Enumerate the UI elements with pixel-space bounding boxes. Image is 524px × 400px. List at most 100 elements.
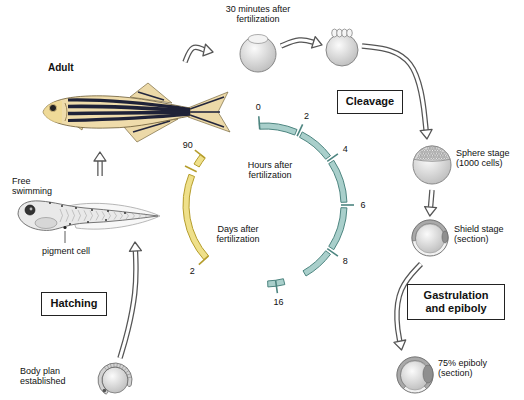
cell-dot <box>439 155 441 157</box>
cell-dot <box>438 152 440 154</box>
arrow-shaft-core <box>120 250 136 358</box>
cell-dot <box>434 150 436 152</box>
somite <box>84 210 87 221</box>
stage-picture <box>10 176 160 242</box>
pigment-dot <box>107 210 109 212</box>
pigment-cell <box>63 226 66 229</box>
arrow-shaft-core <box>430 190 432 208</box>
hours-tick <box>327 249 338 256</box>
pigment-dot <box>91 209 93 211</box>
somite <box>122 366 124 369</box>
somite <box>128 377 132 379</box>
stage-arrow <box>425 190 437 216</box>
stage-arrow <box>94 152 106 176</box>
cell-dot <box>439 150 441 152</box>
stripes <box>68 100 194 121</box>
stage-label: Free swimming <box>12 176 64 197</box>
cell-dot <box>430 157 432 159</box>
cell-dot <box>442 155 444 157</box>
body-stripe <box>68 106 194 111</box>
fin-stripe <box>138 92 164 100</box>
cell-dot <box>425 152 427 154</box>
arrow-shaft <box>281 40 314 46</box>
somite <box>96 211 99 220</box>
arrow-shaft-core <box>362 46 426 131</box>
stage-embryo: Sphere stage (1000 cells) <box>410 140 520 190</box>
shield <box>442 231 448 243</box>
time-mark: 90 <box>183 139 193 149</box>
somite <box>107 365 109 369</box>
axis-caption: Hours after fertilization <box>240 160 300 181</box>
pigment-dot <box>61 205 63 207</box>
stage-title: Hatching <box>50 297 97 310</box>
cell-dot <box>446 157 448 159</box>
cell-dot <box>424 155 426 157</box>
stage-arrow <box>281 37 322 48</box>
stage-title: Cleavage <box>346 95 394 108</box>
eye-lens <box>30 208 33 211</box>
somite <box>124 368 127 371</box>
cell-dot <box>424 150 426 152</box>
arrow-shaft <box>362 46 426 131</box>
leader-line <box>65 231 66 243</box>
pigment-dot <box>75 207 77 209</box>
cell-dot <box>418 155 420 157</box>
hours-tick <box>258 116 261 129</box>
stage-arrow <box>120 242 141 358</box>
cell-dot <box>441 157 443 159</box>
cell-dot <box>437 150 439 152</box>
larva-body <box>18 201 158 231</box>
arrow-head <box>394 340 406 350</box>
cell-dot <box>428 152 430 154</box>
cell-dot <box>434 155 436 157</box>
cell-dot <box>426 155 428 157</box>
time-mark: 4 <box>343 144 348 154</box>
cell-dot <box>430 152 432 154</box>
fin-stripe <box>190 115 224 127</box>
pigment-dot <box>49 202 51 204</box>
cell-dot <box>421 150 423 152</box>
days-tick <box>195 150 205 158</box>
yolk <box>326 34 358 66</box>
hours-arc <box>300 132 331 159</box>
eye <box>49 104 56 111</box>
arrow-head <box>420 129 432 139</box>
arrow-shaft-core <box>281 40 314 46</box>
stage-arrow <box>185 44 213 62</box>
yolk <box>413 146 451 184</box>
fin <box>188 92 230 132</box>
cell-dot <box>437 155 439 157</box>
cell-dot <box>431 155 433 157</box>
process-box: Hatching <box>41 292 106 315</box>
cell-dot <box>435 157 437 159</box>
process-box: Gastrulation and epiboly <box>407 284 505 320</box>
embryo-outline <box>412 220 448 256</box>
somite <box>120 212 123 219</box>
arrow-head <box>425 207 437 216</box>
time-mark: 6 <box>360 200 365 210</box>
pigment-dot <box>69 223 71 225</box>
cell-dot <box>422 157 424 159</box>
cell-dot <box>443 152 445 154</box>
cell-dot <box>417 157 419 159</box>
cell-dot <box>430 147 432 149</box>
stage-label: Body plan established <box>20 366 90 387</box>
time-mark: 0 <box>256 102 261 112</box>
arrow-shaft <box>185 47 205 62</box>
somite <box>72 210 75 222</box>
shield <box>423 365 433 383</box>
hours-arc <box>303 251 330 276</box>
somite <box>126 213 129 219</box>
cell-dot <box>420 152 422 154</box>
gill <box>65 103 67 121</box>
cell-dot <box>433 152 435 154</box>
somite <box>138 213 141 218</box>
somite <box>60 209 63 222</box>
stage-label: 75% epiboly (section) <box>438 358 510 379</box>
time-mark: 8 <box>343 256 348 266</box>
cell-dot <box>441 152 443 154</box>
somite <box>110 364 111 368</box>
cleavage-illustration <box>281 29 432 139</box>
stage-label: Shield stage (section) <box>454 224 518 245</box>
cell-dot <box>433 157 435 159</box>
